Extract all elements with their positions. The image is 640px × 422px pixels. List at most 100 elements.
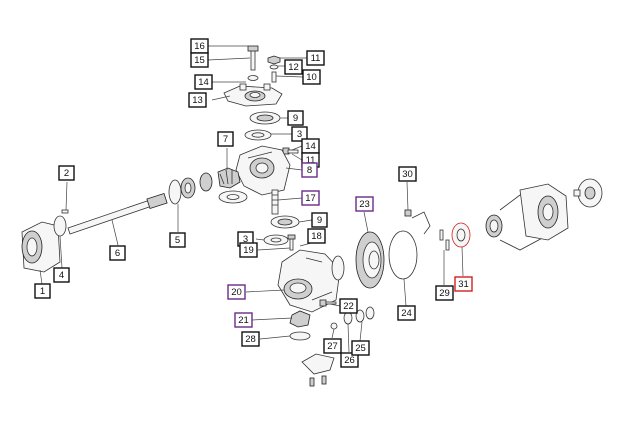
- parts-artwork: [21, 45, 603, 387]
- callout-box: [351, 340, 370, 356]
- callout-7[interactable]: 7: [217, 131, 234, 147]
- callout-11a[interactable]: 11: [306, 50, 325, 66]
- callout-13[interactable]: 13: [188, 92, 207, 108]
- part-nut-11-12-10: [267, 55, 281, 83]
- callout-box: [301, 162, 318, 178]
- callout-10[interactable]: 10: [302, 69, 321, 85]
- callout-14a[interactable]: 14: [194, 74, 213, 90]
- callout-27[interactable]: 27: [323, 338, 342, 354]
- callout-label: 25: [355, 343, 366, 354]
- part-bearing-5: [168, 177, 196, 205]
- callout-label: 4: [59, 270, 64, 281]
- callout-8[interactable]: 8: [301, 162, 318, 178]
- callout-17[interactable]: 17: [301, 190, 320, 206]
- callout-label: 12: [288, 62, 299, 73]
- part-bearing-right: [485, 214, 503, 238]
- callout-9b[interactable]: 9: [311, 212, 328, 228]
- callout-label: 31: [458, 279, 469, 290]
- callout-31[interactable]: 31: [454, 276, 473, 292]
- part-washer-28: [289, 331, 311, 341]
- callout-box: [323, 338, 342, 354]
- callout-6[interactable]: 6: [109, 245, 126, 261]
- callout-label: 17: [305, 193, 316, 204]
- callout-29[interactable]: 29: [435, 285, 454, 301]
- callout-22[interactable]: 22: [339, 298, 358, 314]
- callout-9a[interactable]: 9: [287, 110, 304, 126]
- part-washer-3b: [263, 234, 289, 246]
- callout-23[interactable]: 23: [355, 196, 374, 212]
- callout-box: [194, 74, 213, 90]
- part-case-right: [499, 183, 569, 251]
- part-pin-19-18: [287, 234, 296, 251]
- callout-15[interactable]: 15: [190, 52, 209, 68]
- part-ring-gear-23: [355, 231, 385, 289]
- callout-label: 26: [344, 355, 355, 366]
- callout-30[interactable]: 30: [398, 166, 417, 182]
- part-washer-3a: [244, 129, 272, 141]
- callout-18[interactable]: 18: [307, 228, 326, 244]
- callout-14b[interactable]: 14: [301, 138, 320, 154]
- callout-label: 18: [311, 231, 322, 242]
- callout-28[interactable]: 28: [241, 331, 260, 347]
- part-axle-shaft-6: [67, 192, 168, 235]
- callout-label: 8: [307, 165, 312, 176]
- part-end-flange: [573, 178, 603, 208]
- part-gear-near-5: [199, 172, 213, 192]
- callout-5[interactable]: 5: [169, 232, 186, 248]
- callout-box: [34, 283, 51, 299]
- callout-16[interactable]: 16: [190, 38, 209, 54]
- callout-label: 19: [243, 245, 254, 256]
- callout-label: 3: [297, 129, 302, 140]
- callout-box: [398, 166, 417, 182]
- part-ring-4: [53, 215, 67, 237]
- callout-label: 20: [231, 287, 242, 298]
- callout-label: 11: [306, 155, 316, 166]
- callout-26[interactable]: 26: [340, 352, 359, 368]
- part-top-cover-13: [223, 83, 283, 107]
- callout-box: [217, 131, 234, 147]
- callout-19[interactable]: 19: [239, 242, 258, 258]
- callout-20[interactable]: 20: [227, 284, 246, 300]
- callout-label: 5: [175, 235, 180, 246]
- part-hub-1: [21, 221, 61, 273]
- callout-1[interactable]: 1: [34, 283, 51, 299]
- callout-3a[interactable]: 3: [291, 126, 308, 142]
- callout-box: [291, 126, 308, 142]
- callout-label: 21: [238, 315, 249, 326]
- callout-label: 1: [40, 286, 45, 297]
- callout-label: 2: [64, 168, 69, 179]
- callout-25[interactable]: 25: [351, 340, 370, 356]
- callout-box: [190, 52, 209, 68]
- callout-label: 23: [359, 199, 370, 210]
- callout-box: [302, 69, 321, 85]
- callout-label: 28: [245, 334, 256, 345]
- callout-label: 22: [343, 301, 354, 312]
- callout-21[interactable]: 21: [234, 312, 253, 328]
- callout-12[interactable]: 12: [284, 59, 303, 75]
- callout-label: 14: [198, 77, 209, 88]
- part-bearing-9b: [270, 215, 300, 229]
- callout-2[interactable]: 2: [58, 165, 75, 181]
- callout-label: 9: [293, 113, 298, 124]
- callout-4[interactable]: 4: [53, 267, 70, 283]
- callout-box: [307, 228, 326, 244]
- part-carrier-20: [277, 249, 341, 313]
- callout-box: [284, 59, 303, 75]
- callout-label: 9: [317, 215, 322, 226]
- callout-label: 15: [194, 55, 205, 66]
- callout-box: [227, 284, 246, 300]
- part-pinion-21: [289, 310, 311, 328]
- callout-box: [58, 165, 75, 181]
- callout-box: [454, 276, 473, 292]
- part-small-bolt-14b: [282, 147, 299, 155]
- part-shim-near-7: [218, 190, 248, 204]
- callout-label: 13: [192, 95, 203, 106]
- part-seal-31: [451, 222, 471, 248]
- callout-box: [435, 285, 454, 301]
- callout-box: [234, 312, 253, 328]
- part-spring-clip: [411, 211, 431, 235]
- callout-box: [188, 92, 207, 108]
- callout-24[interactable]: 24: [397, 305, 416, 321]
- part-seal-near-23: [331, 255, 345, 281]
- part-bolt-30: [404, 209, 412, 217]
